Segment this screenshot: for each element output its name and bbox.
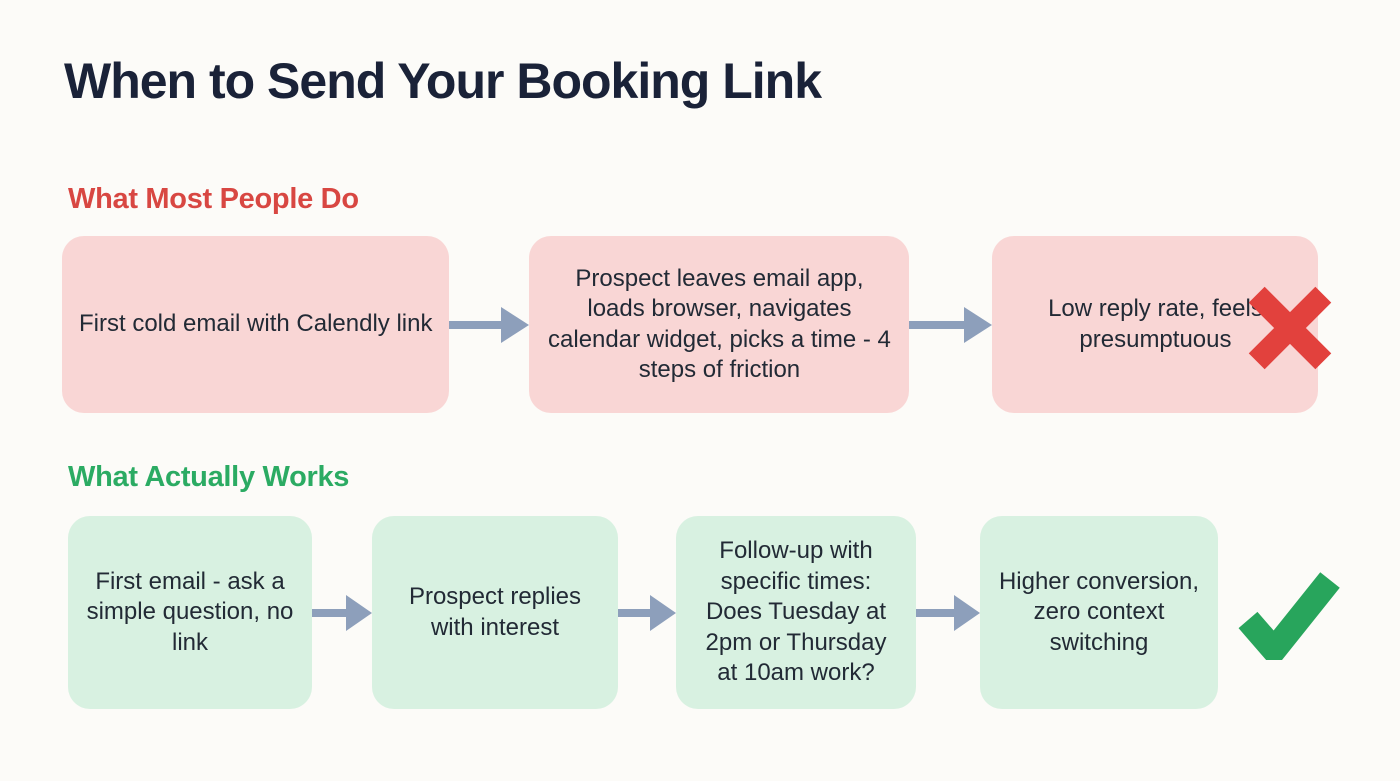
bad-step-2: Prospect leaves email app, loads browser… [529,236,910,413]
good-step-4-label: Higher conversion, zero context switchin… [998,567,1200,656]
bad-step-1-label: First cold email with Calendly link [79,310,433,338]
arrow-right-icon [449,306,530,343]
good-step-4: Higher conversion, zero context switchin… [980,516,1218,709]
good-step-2: Prospect replies with interest [372,516,618,709]
bad-step-3-label: Low reply rate, feels presumptuous [1048,295,1263,353]
good-step-1: First email - ask a simple question, no … [68,516,312,709]
arrow-right-icon [618,594,676,631]
bad-flow-row: First cold email with Calendly link Pros… [62,236,1319,413]
bad-step-2-label: Prospect leaves email app, loads browser… [548,264,891,383]
bad-step-3: Low reply rate, feels presumptuous [992,236,1319,413]
good-step-1-label: First email - ask a simple question, no … [86,567,294,656]
bad-flow-heading: What Most People Do [68,183,359,215]
arrow-right-icon [916,594,980,631]
page-title: When to Send Your Booking Link [64,53,822,109]
arrow-right-icon [909,306,993,343]
good-step-3-label: Follow-up with specific times: Does Tues… [705,537,887,687]
check-icon [1238,572,1340,660]
arrow-right-icon [312,594,372,631]
good-flow-heading: What Actually Works [68,461,350,493]
cross-icon [1248,286,1332,370]
good-step-2-label: Prospect replies with interest [408,583,582,641]
bad-step-1: First cold email with Calendly link [62,236,450,413]
good-step-3: Follow-up with specific times: Does Tues… [676,516,916,709]
good-flow-row: First email - ask a simple question, no … [68,516,1218,709]
